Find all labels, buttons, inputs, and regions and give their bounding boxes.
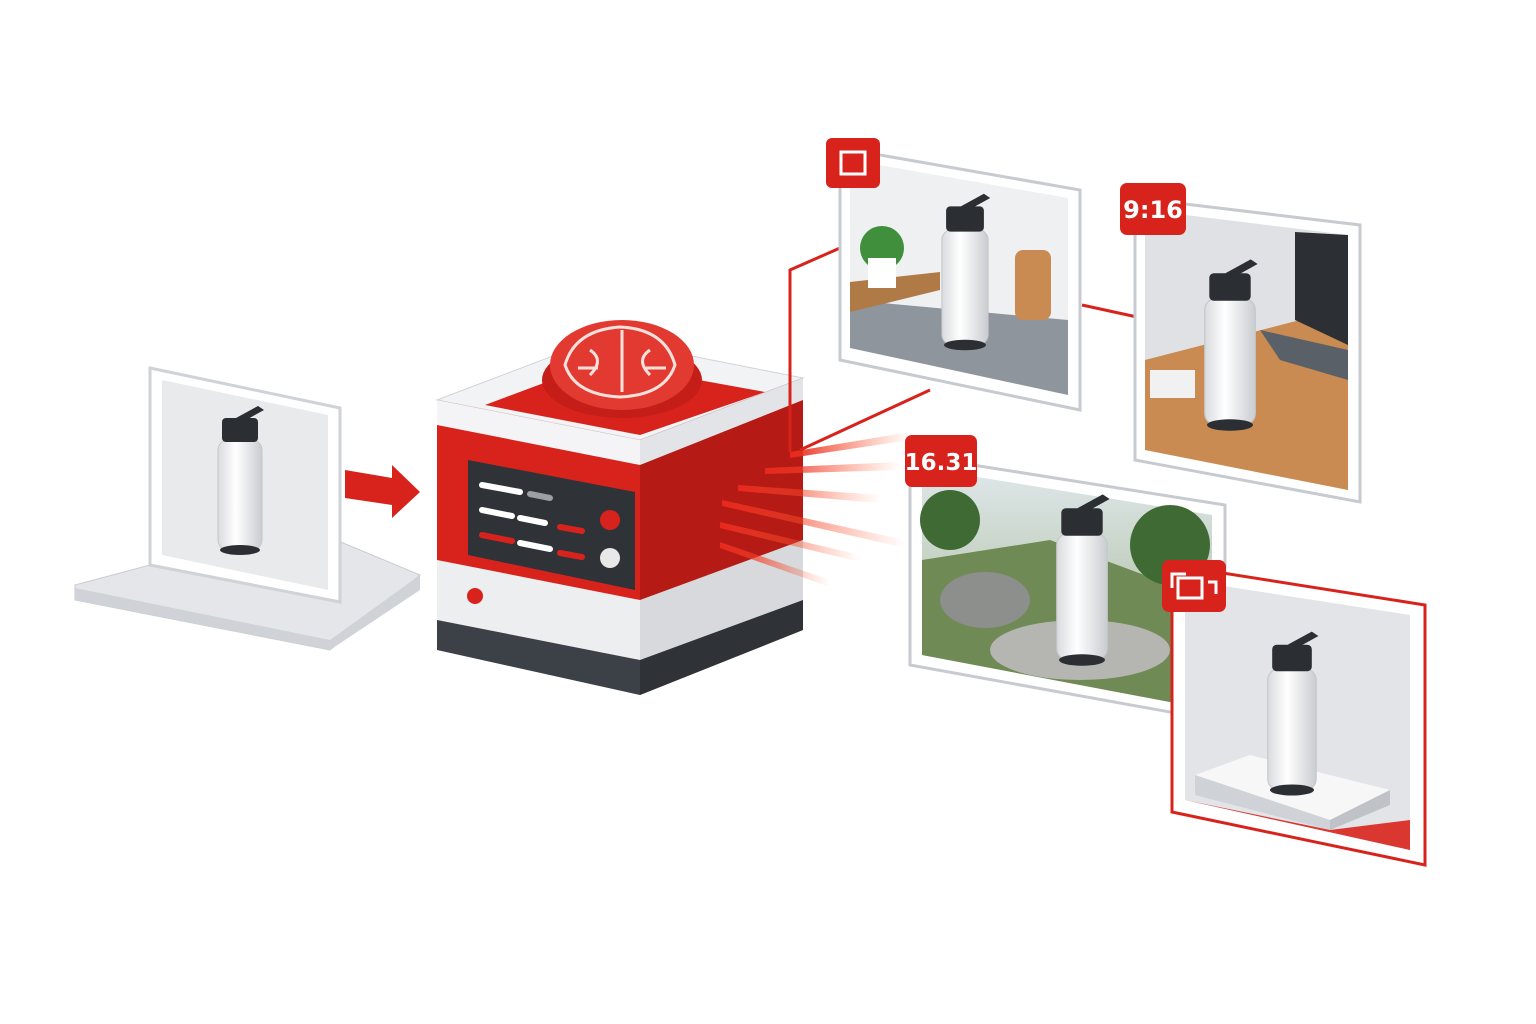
bottle-image <box>217 405 265 556</box>
arrow-right-icon <box>345 465 420 518</box>
aspect-ratio-label: 16.31 <box>905 450 978 476</box>
power-indicator <box>467 588 483 604</box>
output-card-studio <box>1162 560 1427 867</box>
output-card-square <box>826 138 1082 412</box>
status-light-white <box>600 548 620 568</box>
square-icon <box>839 150 867 176</box>
output-card-9-16: 9:16 <box>1120 183 1362 504</box>
badge-16-31: 16.31 <box>905 435 978 487</box>
aspect-ratio-label: 9:16 <box>1123 196 1183 224</box>
status-light-red <box>600 510 620 530</box>
square-icon-badge <box>826 138 880 188</box>
output-card-landscape: 16.31 <box>905 435 1227 724</box>
output-beams <box>720 246 1138 587</box>
resize-frame-icon-badge <box>1162 560 1226 612</box>
input-stage <box>74 366 421 651</box>
resize-frame-icon <box>1170 572 1218 600</box>
brain-icon <box>542 320 702 418</box>
badge-9-16: 9:16 <box>1120 183 1186 235</box>
ai-processor-box <box>435 320 805 695</box>
